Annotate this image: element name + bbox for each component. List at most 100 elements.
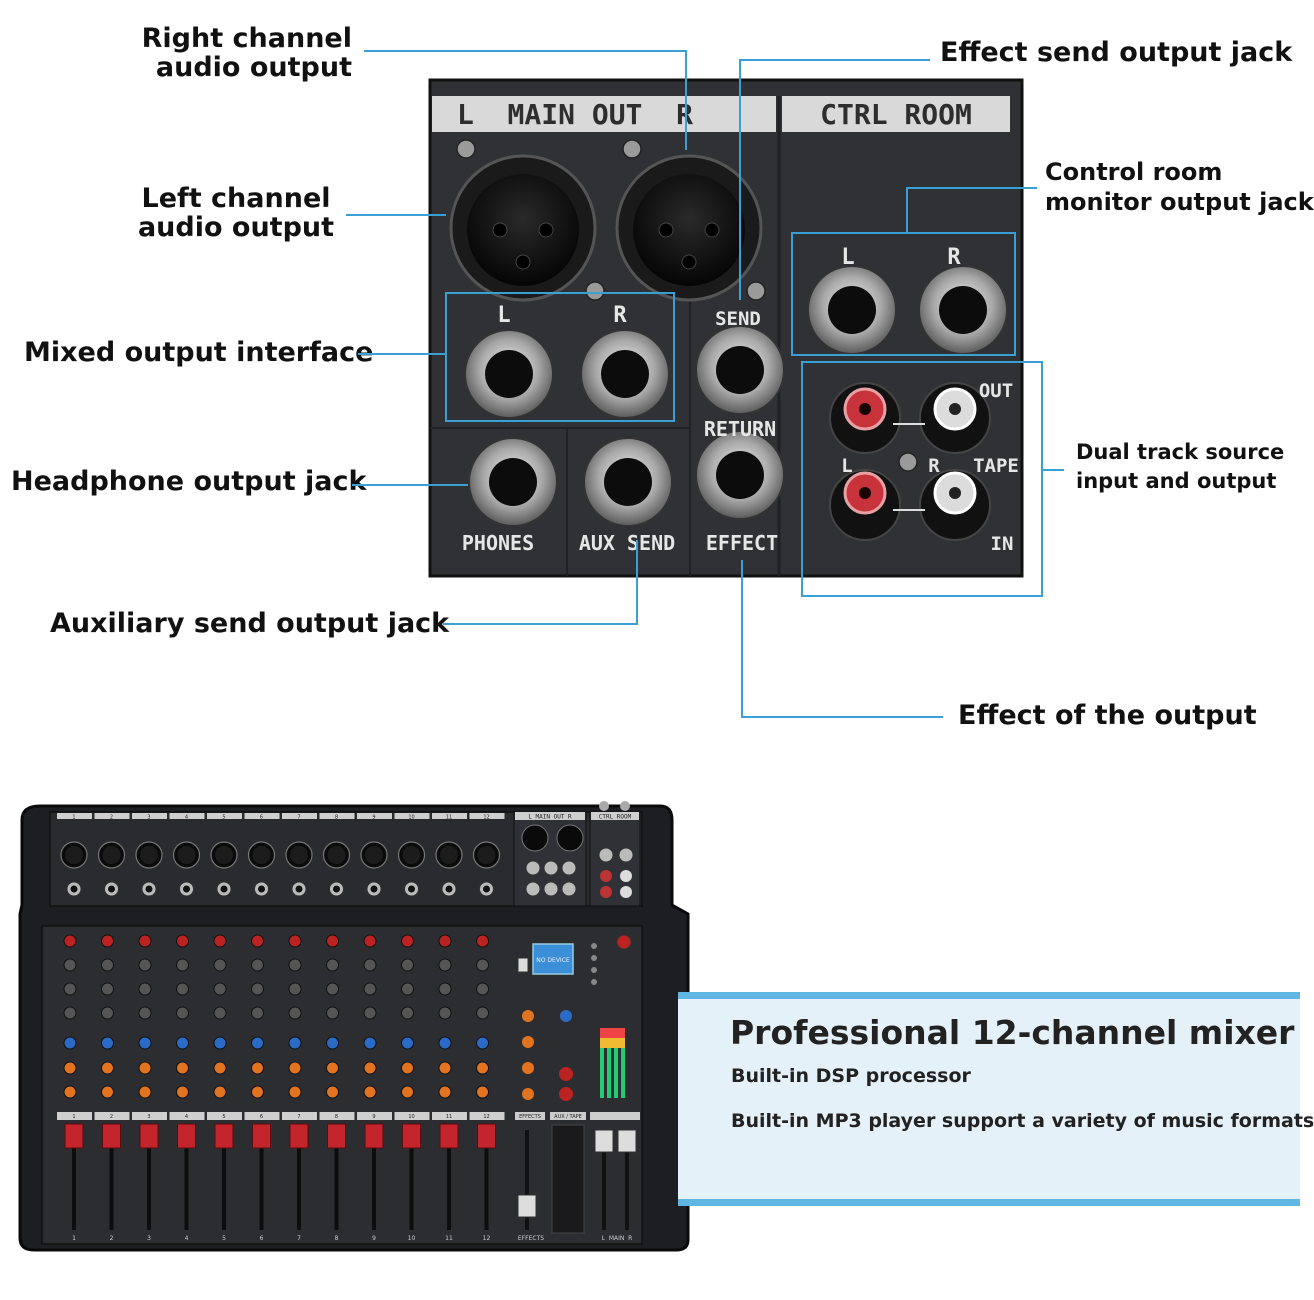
channel-knob bbox=[251, 982, 264, 996]
channel-knob bbox=[438, 982, 452, 996]
channel-top-number: 4 bbox=[185, 815, 188, 821]
mini-main-out-label: L MAIN OUT R bbox=[528, 814, 572, 821]
mixed-r-jack bbox=[580, 329, 670, 419]
channel-bottom-number: 2 bbox=[110, 1235, 114, 1242]
channel-fader-cap bbox=[64, 1123, 84, 1149]
channel-knob bbox=[401, 1085, 414, 1099]
channel-knob bbox=[176, 1036, 189, 1050]
channel-knob bbox=[213, 1036, 227, 1050]
feature-mp3: Built-in MP3 player support a variety of… bbox=[731, 1110, 1314, 1132]
callout-line: input and output bbox=[1076, 468, 1277, 493]
channel-top-strip bbox=[282, 813, 317, 819]
channel-knob bbox=[476, 1085, 489, 1099]
rear-panel-closeup: L MAIN OUT R CTRL ROOM L R SEND bbox=[428, 78, 1024, 578]
channel-knob bbox=[401, 1061, 414, 1075]
mixer-body bbox=[18, 804, 690, 1252]
channel-knob bbox=[138, 934, 152, 948]
channel-knob bbox=[63, 1061, 77, 1075]
channel-top-number: 11 bbox=[446, 815, 452, 821]
channel-knob bbox=[288, 958, 302, 972]
channel-fader-number: 11 bbox=[446, 1114, 452, 1120]
screws bbox=[456, 139, 918, 472]
channel-knob bbox=[476, 982, 489, 996]
channel-knob bbox=[176, 982, 189, 996]
channel-knob bbox=[176, 1085, 189, 1099]
callout-line: monitor output jack bbox=[1045, 187, 1314, 216]
channel-top-number: 1 bbox=[72, 815, 75, 821]
callout-aux-send-output: Auxiliary send output jack bbox=[50, 608, 450, 639]
channel-fader-track bbox=[372, 1126, 376, 1230]
channel-knob bbox=[476, 958, 489, 972]
callout-line: audio output bbox=[155, 52, 352, 84]
ctrl-r-label: R bbox=[947, 245, 961, 270]
channel-knob bbox=[176, 1061, 189, 1075]
channel-xlr-inner bbox=[177, 846, 196, 864]
channel-knob bbox=[138, 1061, 152, 1075]
channel-knob bbox=[213, 934, 227, 948]
xlr-right-jack bbox=[615, 154, 763, 302]
channel-knob bbox=[138, 1006, 152, 1020]
channel-knob bbox=[138, 1036, 152, 1050]
channel-top-number: 2 bbox=[110, 815, 113, 821]
channel-fader-track bbox=[109, 1126, 114, 1230]
effect-label: EFFECT bbox=[706, 531, 778, 555]
channel-fader-strip bbox=[357, 1112, 392, 1120]
channel-fader-cap bbox=[177, 1123, 196, 1149]
channel-knob bbox=[138, 958, 152, 972]
mixed-l-label: L bbox=[497, 303, 510, 328]
channel-knob bbox=[476, 934, 489, 948]
channel-fader-cap bbox=[477, 1123, 496, 1149]
channel-line-hole bbox=[258, 885, 265, 893]
channel-fader-number: 8 bbox=[335, 1114, 338, 1120]
channel-line-hole bbox=[220, 885, 228, 893]
channel-knob bbox=[101, 982, 114, 996]
channel-fader-number: 5 bbox=[222, 1114, 225, 1120]
channel-line-hole bbox=[408, 885, 415, 893]
channel-knob bbox=[63, 1036, 77, 1050]
callout-line: audio output bbox=[137, 212, 335, 244]
mixer-product-image: 1112223334445556667778889991010101111111… bbox=[18, 801, 690, 1252]
callout-line: Dual track source bbox=[1076, 440, 1285, 464]
channel-knob bbox=[326, 1085, 339, 1099]
channel-fader-cap bbox=[327, 1123, 346, 1149]
channel-fader-strip bbox=[57, 1112, 92, 1120]
channel-line-hole bbox=[183, 885, 190, 893]
channel-bottom-number: 9 bbox=[372, 1235, 376, 1242]
return-label: RETURN bbox=[704, 417, 776, 441]
channel-bottom-number: 4 bbox=[185, 1235, 189, 1242]
channel-bottom-number: 10 bbox=[408, 1235, 416, 1242]
channel-top-number: 7 bbox=[297, 815, 300, 821]
callout-line: Right channel bbox=[141, 23, 352, 54]
channel-knob bbox=[101, 958, 114, 972]
tape-out-label: OUT bbox=[979, 380, 1013, 402]
channel-knob bbox=[63, 1085, 77, 1099]
tape-label: TAPE bbox=[973, 455, 1019, 477]
channel-knob bbox=[251, 1085, 264, 1099]
channel-knob bbox=[363, 934, 377, 948]
channel-knob bbox=[438, 1085, 452, 1099]
channel-top-strip bbox=[57, 813, 92, 819]
channel-top-number: 5 bbox=[222, 815, 225, 821]
channel-knob bbox=[326, 958, 339, 972]
aux-send-jack bbox=[583, 437, 673, 527]
channel-knob bbox=[101, 1036, 114, 1050]
channel-xlr-inner bbox=[252, 846, 271, 864]
channel-fader-number: 10 bbox=[408, 1114, 414, 1120]
master-section: L MAIN OUT R CTRL ROOM NO DEVICE EFFECTS… bbox=[513, 801, 641, 1242]
channel-fader-strip bbox=[432, 1112, 467, 1120]
channel-fader-number: 3 bbox=[147, 1114, 150, 1120]
channel-knob bbox=[63, 934, 77, 948]
channel-top-strip bbox=[432, 813, 467, 819]
channel-top-strip bbox=[319, 813, 355, 819]
send-jack bbox=[695, 325, 785, 415]
phones-jack bbox=[468, 437, 558, 527]
channel-knob bbox=[326, 934, 339, 948]
channel-xlr-inner bbox=[440, 846, 458, 864]
channel-knob bbox=[101, 1006, 114, 1020]
channel-fader-cap bbox=[139, 1123, 159, 1149]
tape-l-label: L bbox=[841, 455, 852, 477]
channel-fader-number: 1 bbox=[72, 1114, 75, 1120]
channel-top-strip bbox=[357, 813, 392, 819]
tape-in-label: IN bbox=[991, 533, 1014, 555]
channel-top-strip bbox=[394, 813, 430, 819]
